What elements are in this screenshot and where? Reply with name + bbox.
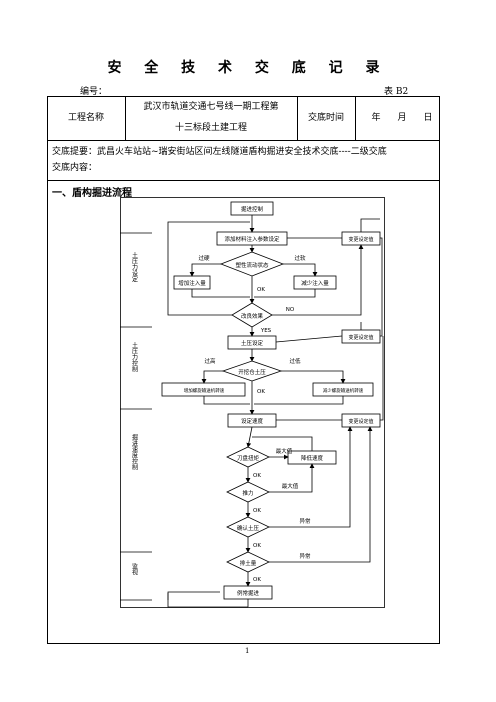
abnormal-label: 异常 — [299, 517, 311, 525]
add-material-label: 添加材料注入参数设定 — [224, 235, 280, 243]
start-label: 掘进控制 — [241, 205, 264, 213]
flowchart-frame — [120, 197, 385, 608]
disclosure-content-label: 交底内容： — [52, 163, 98, 173]
project-name-label: 工程名称 — [67, 113, 104, 123]
ok-label: OK — [253, 577, 261, 583]
table-column-divider — [125, 96, 126, 140]
max-label: 最大值 — [276, 447, 293, 455]
document-title: 安 全 技 术 交 底 记 录 — [107, 60, 389, 76]
normal-advance-label: 例常掘进 — [237, 589, 260, 597]
ok-label: OK — [253, 508, 261, 514]
confirm-pressure-label: 确认土压 — [237, 524, 260, 532]
change-setting-node-3 — [341, 413, 381, 428]
change-setting-label-3: 变更设定值 — [348, 418, 373, 425]
table-number: 表 B2 — [384, 87, 409, 97]
table-column-divider — [355, 96, 356, 140]
improve-effect-label: 改良效果 — [241, 312, 264, 320]
increase-screw-label: 增加螺旋输送机转速 — [184, 387, 225, 394]
ok-label: OK — [253, 543, 261, 549]
project-name-line2: 十三标段土建工程 — [174, 123, 247, 133]
no-label: NO — [286, 307, 295, 313]
disclosure-summary: 交底提要：武昌火车站站~瑞安街站区间左线隧道盾构掘进安全技术交底----二级交底 — [52, 147, 387, 157]
ok-label: OK — [253, 473, 261, 479]
project-name-line1: 武汉市轨道交通七号线一期工程第 — [143, 102, 279, 112]
plastic-label: 塑性流动状态 — [235, 261, 269, 269]
phase-speed-control: 掘进速度控制 — [131, 433, 138, 471]
change-setting-label-1: 变更设定值 — [348, 236, 373, 243]
too-soft-label: 过软 — [294, 254, 306, 262]
cutter-torque-label: 刀盘扭矩 — [237, 454, 260, 462]
table-row-divider — [47, 180, 440, 181]
abnormal-label: 异常 — [299, 552, 311, 560]
thrust-label: 推力 — [242, 489, 253, 497]
set-speed-label: 设定速度 — [241, 417, 264, 425]
phase-earth-pressure-control: 土压力控制 — [131, 341, 138, 373]
change-setting-label-2: 变更设定值 — [348, 334, 373, 341]
decrease-screw-label: 减少螺旋输送机转速 — [323, 387, 364, 394]
set-pressure-label: 土压设定 — [241, 339, 264, 347]
shield-tunneling-flowchart: 掘进控制 添加材料注入参数设定 塑性流动状态 过硬 过软 增加注入量 减少注入量… — [120, 197, 385, 608]
date-year: 年 — [371, 113, 381, 123]
ok-label: OK — [257, 287, 265, 293]
serial-number-label: 编号： — [80, 87, 108, 97]
discharge-label: 排土量 — [240, 559, 257, 567]
too-low-label: 过低 — [289, 357, 301, 365]
increase-injection-label: 增加注入量 — [178, 279, 206, 287]
record-table — [47, 96, 440, 644]
page-number: 1 — [245, 647, 250, 655]
decrease-injection-label: 减少注入量 — [301, 279, 329, 287]
phase-earth-pressure-setting: 土压力设定 — [131, 251, 138, 283]
table-column-divider — [297, 96, 298, 140]
too-hard-label: 过硬 — [198, 254, 210, 262]
yes-label: YES — [260, 328, 272, 334]
date-label: 交底时间 — [307, 113, 344, 123]
phase-monitoring: 监视 — [131, 562, 138, 576]
chamber-pressure-label: 开挖仓土压 — [238, 368, 266, 376]
too-high-label: 过高 — [204, 357, 216, 365]
reduce-speed-label: 降低速度 — [301, 454, 324, 462]
date-month: 月 — [397, 113, 407, 123]
date-day: 日 — [423, 113, 433, 123]
max-label: 最大值 — [282, 482, 299, 490]
ok-label: OK — [257, 389, 265, 395]
table-row-divider — [47, 140, 440, 141]
section-heading: 一、盾构掘进流程 — [52, 188, 132, 199]
